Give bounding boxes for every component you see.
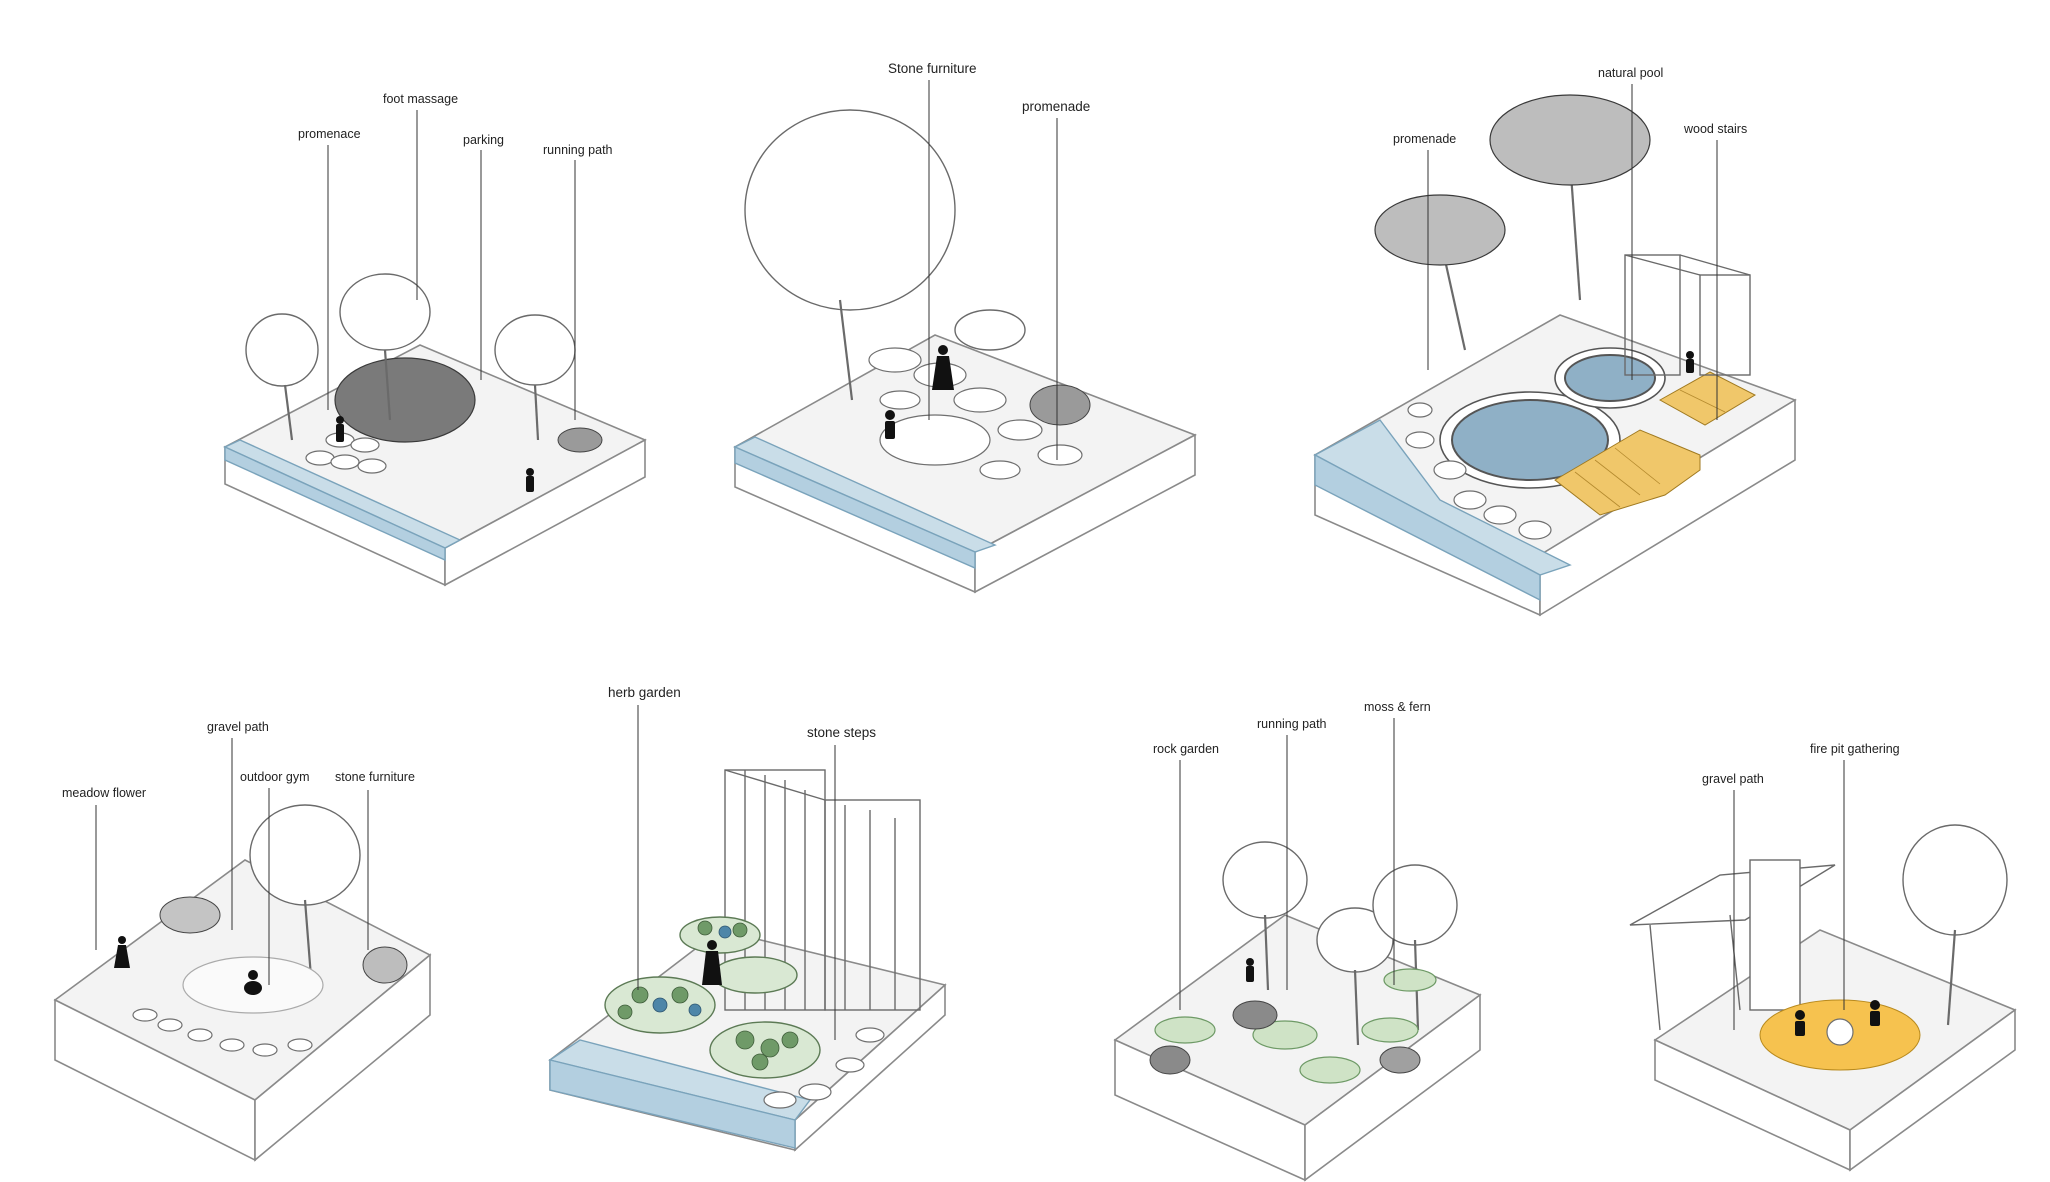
palm-tree (1489, 94, 1651, 301)
tree-trunk (383, 349, 392, 421)
tree-canopy (1902, 824, 2008, 936)
block-right (1304, 993, 1481, 1182)
block-right (1849, 1008, 2016, 1172)
label: promenace (298, 127, 361, 141)
panel-3: promenade natural pool wood stairs (1313, 66, 1797, 617)
label: promenade (1393, 132, 1456, 146)
person-figure (1246, 958, 1254, 982)
block-right (974, 433, 1196, 594)
tree-canopy (744, 109, 956, 311)
label: rock garden (1153, 742, 1219, 756)
label: moss & fern (1364, 700, 1431, 714)
tree-trunk (283, 384, 294, 441)
shrub (1029, 384, 1091, 426)
panel-5: herb garden stone steps (548, 685, 947, 1152)
fire-pit-deck (1759, 999, 1921, 1071)
label: running path (1257, 717, 1327, 731)
tree-canopy (249, 804, 361, 906)
label: parking (463, 133, 504, 147)
rock-garden (1149, 1000, 1421, 1075)
person-figure (1686, 351, 1694, 373)
herb-bed (604, 976, 716, 1034)
label: herb garden (608, 685, 681, 700)
tree-canopy (245, 313, 319, 387)
water-edge (549, 1059, 796, 1149)
person-figure (526, 468, 534, 492)
label: fire pit gathering (1810, 742, 1900, 756)
label: stone furniture (335, 770, 415, 784)
block-right (444, 438, 646, 587)
stone-table (879, 414, 991, 466)
moss-mounds (1154, 968, 1437, 1084)
panel-1: promenace foot massage parking running p… (223, 92, 647, 587)
label: meadow flower (62, 786, 146, 800)
water-edge (734, 445, 976, 570)
panel-4: meadow flower gravel path outdoor gym st… (53, 720, 432, 1162)
natural-pool (1439, 347, 1666, 489)
label: running path (543, 143, 613, 157)
shrub (362, 946, 408, 984)
block-right (254, 953, 431, 1162)
label: natural pool (1598, 66, 1663, 80)
label: Stone furniture (888, 61, 977, 76)
tree-canopy (1372, 864, 1458, 946)
label: stone steps (807, 725, 876, 740)
label: outdoor gym (240, 770, 309, 784)
stepping-stones (1405, 402, 1552, 540)
tree-trunk (1353, 969, 1360, 1046)
person-figure (932, 345, 954, 390)
label: gravel path (1702, 772, 1764, 786)
water-edge (1314, 453, 1541, 602)
label: foot massage (383, 92, 458, 106)
person-figure (114, 936, 130, 968)
person-figure (702, 940, 722, 985)
person-seated-figure (885, 410, 895, 439)
shrub (557, 427, 603, 453)
person-figure (336, 416, 344, 442)
label: wood stairs (1683, 122, 1747, 136)
panel-7: gravel path fire pit gathering (1629, 742, 2017, 1172)
stepping-stones (305, 432, 387, 474)
wood-stair-frame (1624, 254, 1751, 376)
shrub (159, 896, 221, 934)
tree-canopy (1222, 841, 1308, 919)
tree-trunk (838, 299, 854, 401)
wood-deck (1554, 371, 1757, 516)
water-edge (224, 445, 446, 562)
tree-canopy (494, 314, 576, 386)
tree-trunk (1946, 929, 1957, 1026)
person-seated-figure (244, 970, 262, 995)
panel-6: rock garden running path moss & fern (1113, 700, 1482, 1182)
herb-bed (709, 1021, 821, 1079)
stepping-stones (132, 1008, 313, 1057)
stepping-stones (763, 1027, 885, 1109)
pavilion-roof (1629, 859, 1836, 1031)
person-seated-figure (1870, 1000, 1880, 1026)
palm-tree (1374, 194, 1506, 351)
tree-trunk (1263, 914, 1270, 991)
herb-bed (679, 916, 761, 954)
dense-planting (334, 357, 476, 443)
tree-trunk (533, 384, 540, 441)
panel-2: Stone furniture promenade (733, 61, 1197, 594)
label: gravel path (207, 720, 269, 734)
person-seated-figure (1795, 1010, 1805, 1036)
shrub-outline (954, 309, 1026, 351)
label: promenade (1022, 99, 1090, 114)
stepping-stones (868, 347, 1083, 480)
herb-bed (712, 956, 798, 994)
